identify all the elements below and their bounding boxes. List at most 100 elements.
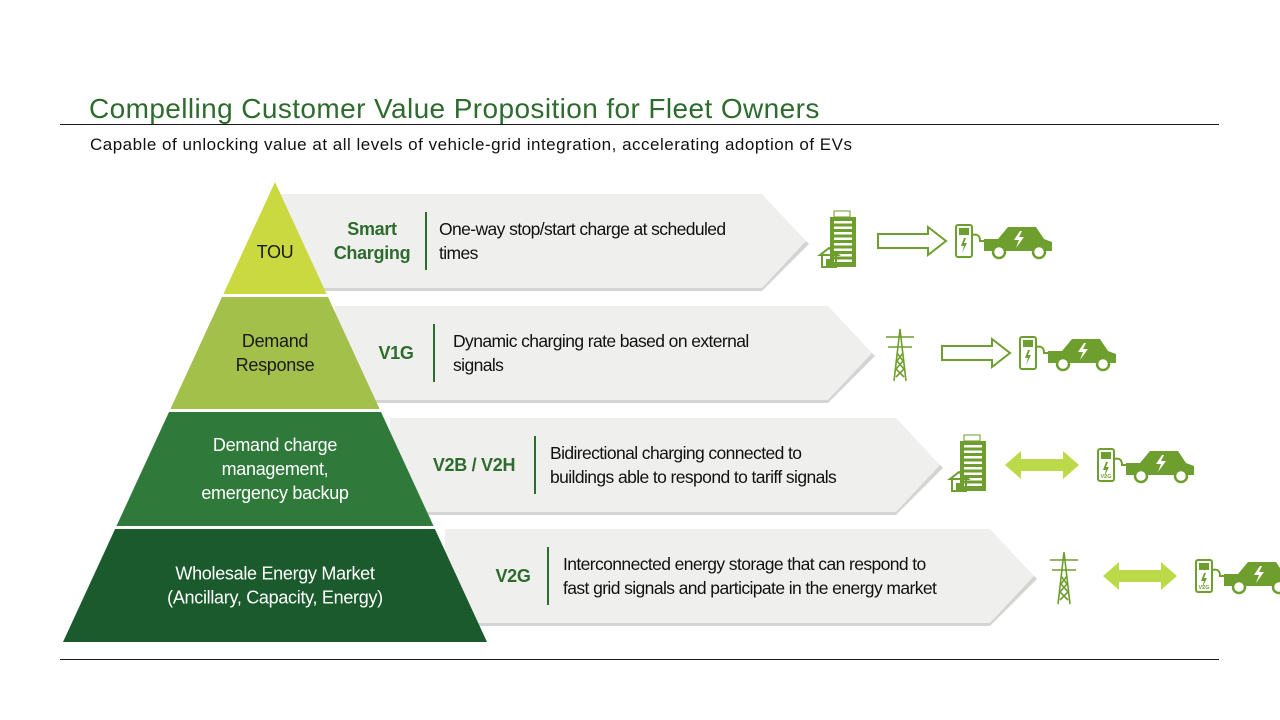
pyramid-tier-3-label-line: Demand charge — [213, 435, 337, 455]
tier-4-description-line: fast grid signals and participate in the… — [563, 578, 937, 598]
car-wheel — [1231, 579, 1247, 595]
pyramid-tier-1-label-line: TOU — [257, 242, 294, 262]
tier-2-level-label-line: V1G — [378, 343, 413, 363]
window-strip — [964, 483, 982, 486]
window-strip — [834, 221, 852, 224]
tier-4-description: Interconnected energy storage that can r… — [563, 554, 937, 598]
car-bolt — [1254, 566, 1264, 583]
tier-4-level-label: V2G — [495, 566, 530, 586]
tower-brace — [1059, 575, 1070, 601]
tier-2-description-line: signals — [453, 355, 504, 375]
tier-2-icons — [886, 328, 1116, 382]
one-way-arrow-icon — [877, 224, 948, 258]
charger-bolt — [1103, 462, 1109, 477]
charger-cable — [1035, 345, 1050, 354]
tier-3-arrow — [390, 418, 940, 512]
car-wheel — [1031, 244, 1047, 260]
one-way-arrow-icon — [941, 336, 1012, 370]
pyramid-tier-2-shape — [170, 297, 380, 409]
car-wheel — [1133, 468, 1149, 484]
house-door — [826, 259, 831, 267]
tier-1-description: One-way stop/start charge at scheduled ti… — [439, 219, 726, 263]
tier-1-level-label-line: Smart — [347, 219, 397, 239]
charger-icon — [955, 224, 986, 258]
pyramid-tier-2-label-line: Response — [236, 355, 315, 375]
roof-antenna — [833, 210, 851, 218]
arrow-shape — [1103, 562, 1177, 590]
slide-title: Compelling Customer Value Proposition fo… — [89, 93, 820, 124]
pyramid-tier-1-label: TOU — [257, 242, 294, 262]
charger-tag: V2G — [1198, 585, 1209, 591]
pyramid-tier-1: TOU — [223, 182, 327, 294]
tier-3-description-line: Bidirectional charging connected to — [550, 443, 801, 463]
tier-1-description-line: One-way stop/start charge at scheduled — [439, 219, 726, 239]
roof-antenna — [963, 434, 981, 442]
window-strip — [964, 450, 982, 453]
tier-4-arrow — [445, 529, 1034, 623]
power-tower-icon — [886, 328, 914, 382]
tier-3-level-label-line: V2B / V2H — [433, 455, 515, 475]
bidirectional-arrow-icon — [1103, 562, 1177, 590]
car-wheel — [1055, 356, 1071, 372]
electric-car-icon — [1224, 562, 1280, 595]
charger-bolt — [1201, 573, 1207, 588]
arrow-outline — [941, 336, 1012, 370]
tier-2-description: Dynamic charging rate based on external s… — [453, 331, 749, 375]
charger-screen — [959, 228, 969, 235]
tier-4-arrow-group: V2G Interconnected energy storage that ca… — [445, 529, 1037, 626]
charger-icon: V2G — [1195, 559, 1226, 593]
pyramid-tier-4-label-line: (Ancillary, Capacity, Energy) — [167, 588, 383, 608]
building-body — [960, 441, 986, 491]
car-wheel — [1095, 356, 1111, 372]
window-strip — [834, 248, 852, 251]
charger-car-icon — [1019, 336, 1116, 372]
charger-car-icon: V2G — [1097, 448, 1194, 484]
electric-car-icon — [1048, 339, 1116, 372]
tower-legs — [893, 328, 907, 382]
tier-3-icons: V2G — [947, 434, 1194, 492]
car-wheel — [1271, 579, 1280, 595]
tower-legs — [1057, 551, 1071, 605]
building-body — [830, 217, 856, 267]
tier-2-description-line: Dynamic charging rate based on external — [453, 331, 749, 351]
pyramid-tier-3-label-line: management, — [222, 459, 329, 479]
pyramid-tier-4-shape — [63, 529, 487, 642]
tower-brace — [895, 352, 906, 378]
window-strip — [834, 254, 852, 257]
window-strip — [834, 259, 852, 262]
car-wheel — [991, 244, 1007, 260]
pyramid-tier-3: Demand charge management, emergency backup — [116, 412, 434, 526]
tier-4-level-label-line: V2G — [495, 566, 530, 586]
charger-bolt — [961, 238, 967, 253]
window-strip — [964, 445, 982, 448]
bottom-rule — [60, 659, 1219, 660]
bidirectional-arrow-icon — [1005, 451, 1079, 479]
car-body — [1224, 562, 1280, 586]
pyramid-tier-3-label: Demand charge management, emergency backup — [201, 435, 349, 503]
pyramid-tier-4: Wholesale Energy Market(Ancillary, Capac… — [63, 529, 487, 642]
building-icon — [817, 210, 856, 268]
pyramid-tier-3-label-line: emergency backup — [201, 483, 349, 503]
tier-2-level-label: V1G — [378, 343, 413, 363]
electric-car-icon — [984, 227, 1052, 260]
charger-cable — [1211, 568, 1226, 577]
window-strip — [964, 456, 982, 459]
window-strip — [964, 467, 982, 470]
pyramid-tier-1-shape — [223, 182, 327, 294]
window-strip — [834, 243, 852, 246]
charger-icon: V2G — [1097, 448, 1128, 482]
tier-2-arrow-group: V1G Dynamic charging rate based on extern… — [335, 306, 875, 403]
tier-1-description-line: times — [439, 243, 479, 263]
pyramid-tier-2-label-line: Demand — [242, 331, 308, 351]
tier-1-level-label-line: Charging — [334, 243, 411, 263]
tier-2-arrow — [335, 306, 872, 400]
window-strip — [964, 461, 982, 464]
charger-cable — [971, 233, 986, 242]
charger-icon — [1019, 336, 1050, 370]
building-icon — [947, 434, 986, 492]
tier-4-description-line: Interconnected energy storage that can r… — [563, 554, 926, 574]
